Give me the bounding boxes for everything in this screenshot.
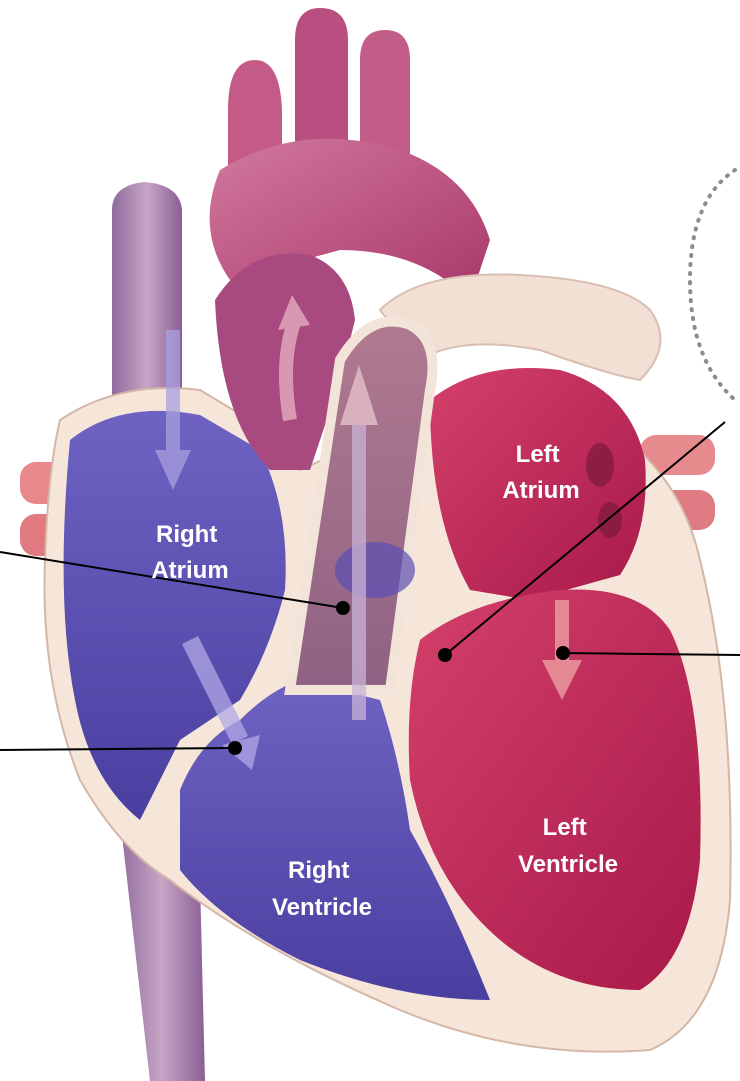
- pointer-dot: [438, 648, 452, 662]
- pointer-dot: [556, 646, 570, 660]
- vein-opening: [598, 502, 622, 538]
- vein-opening: [586, 443, 614, 487]
- mixing-blood: [335, 542, 415, 598]
- pointer-dot: [336, 601, 350, 615]
- pointer-dot: [228, 741, 242, 755]
- callout-arc: [690, 170, 735, 400]
